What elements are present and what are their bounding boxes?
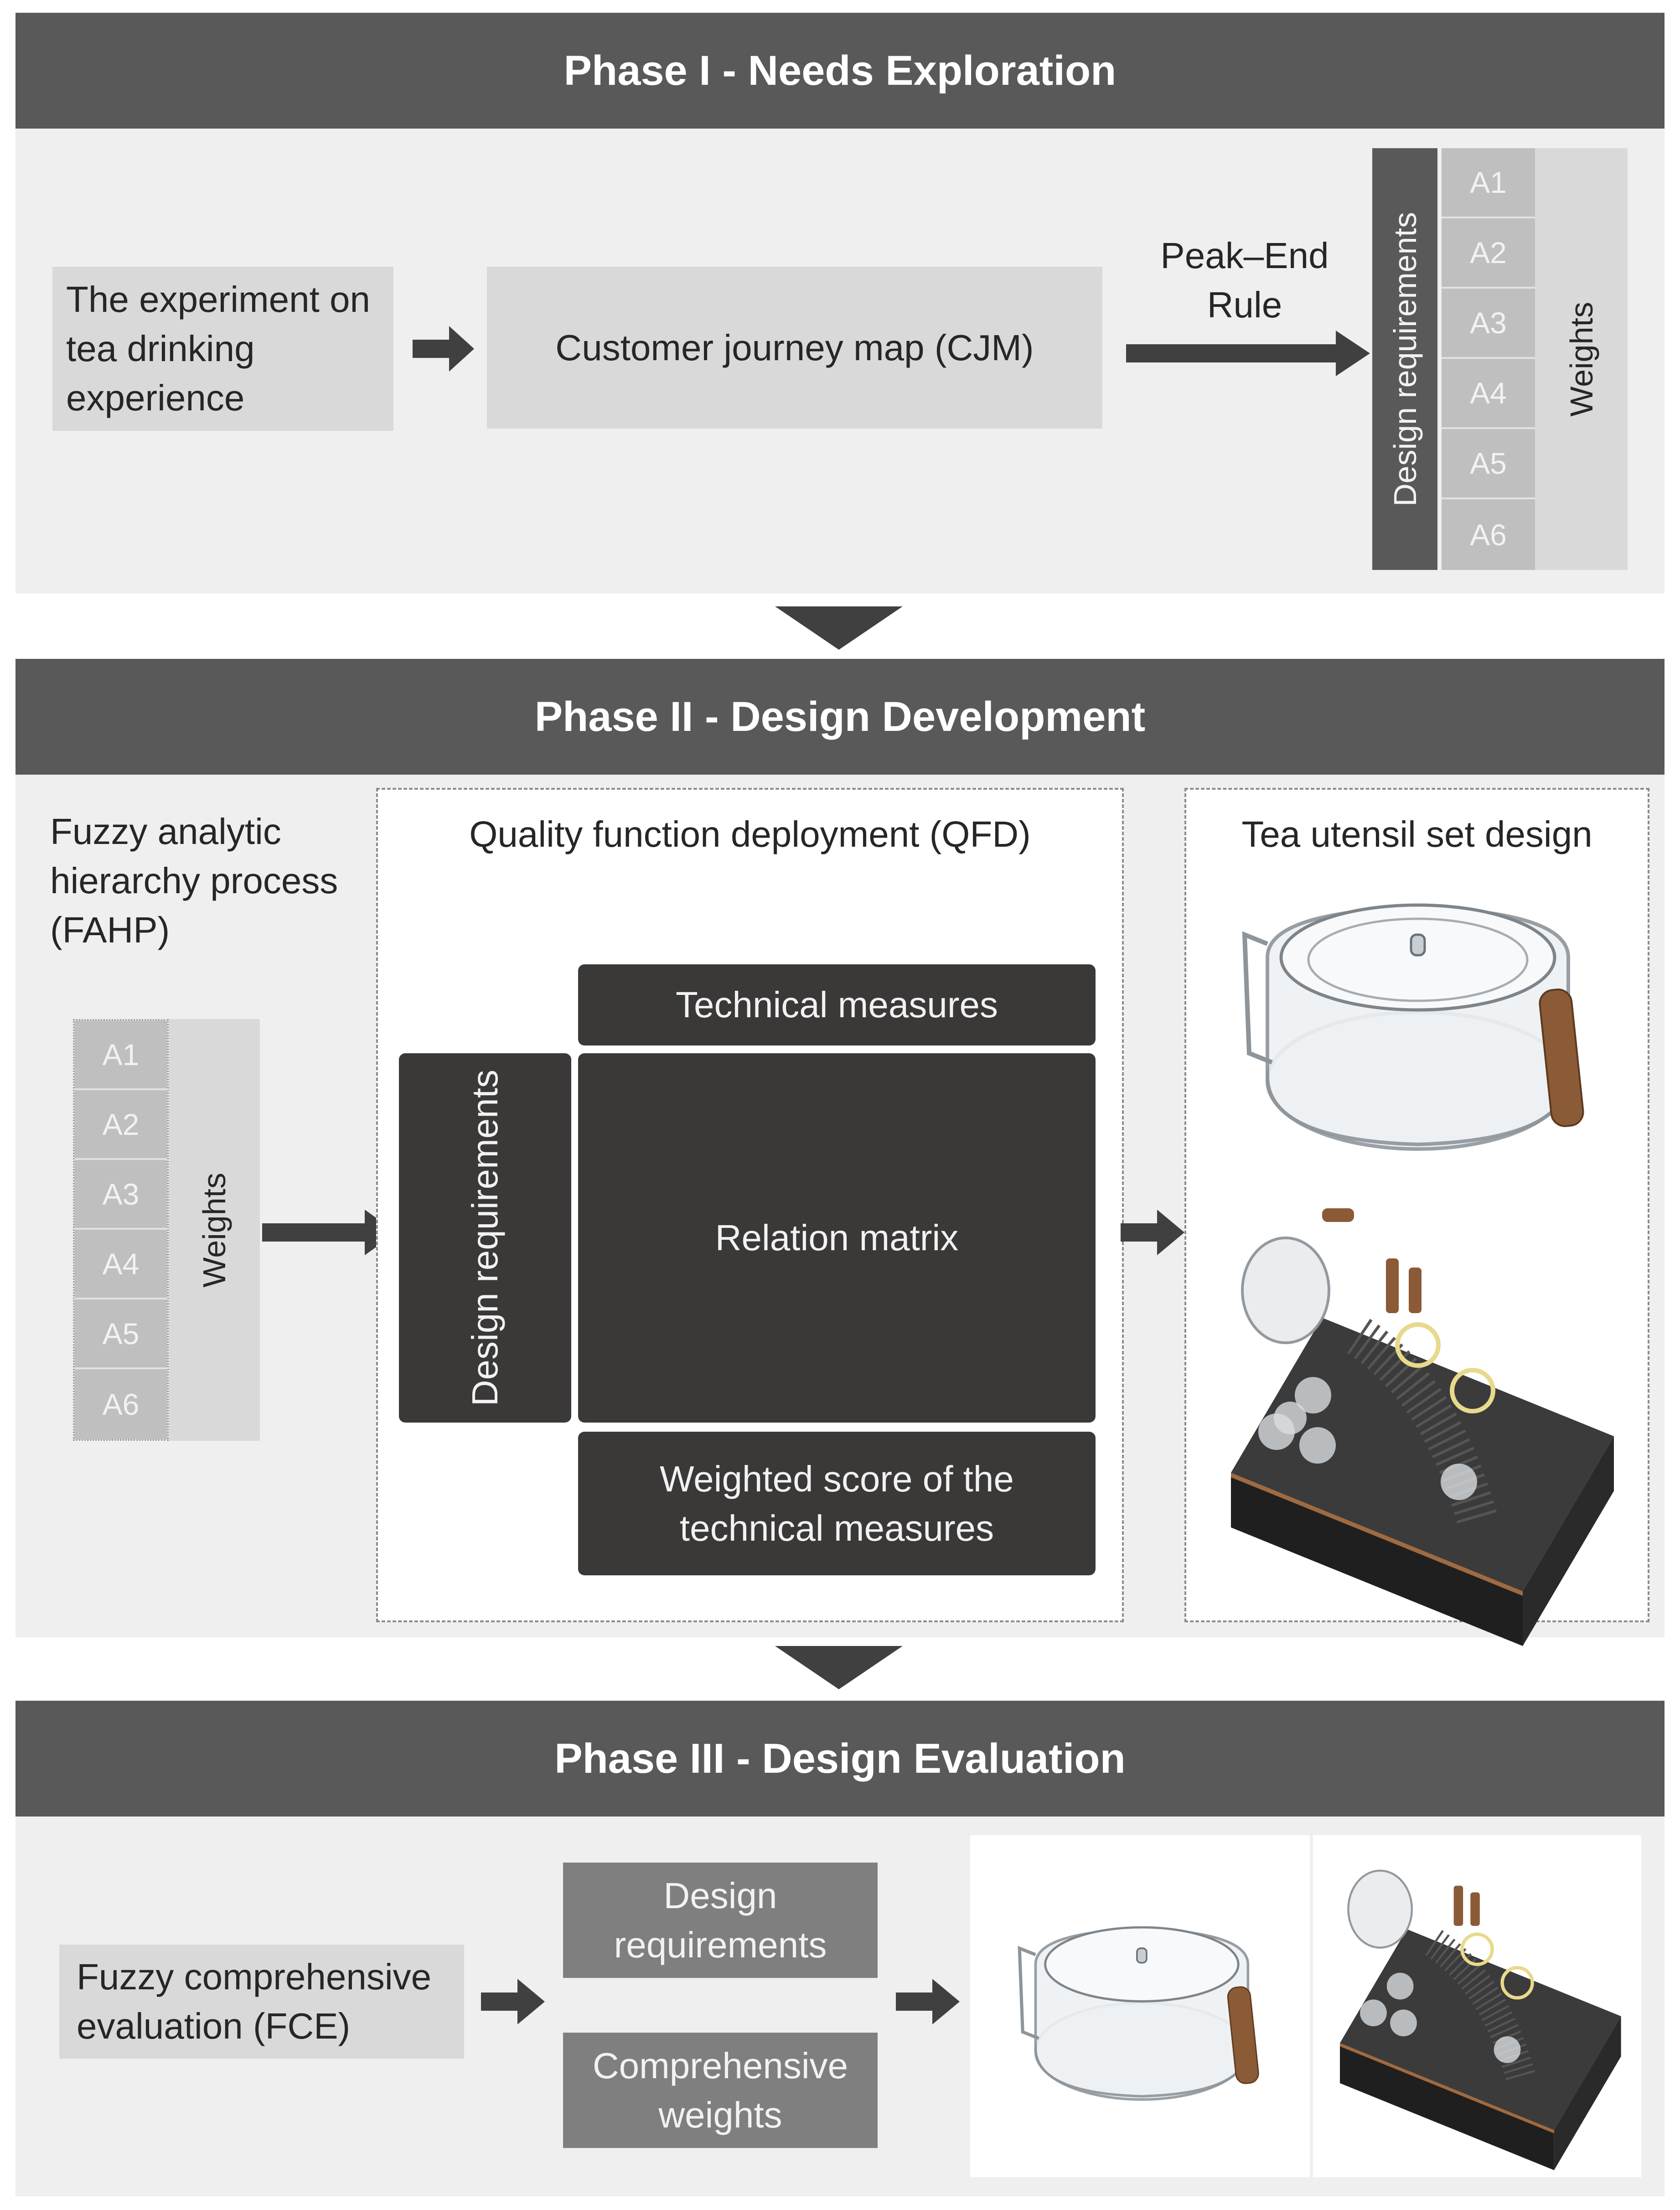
phase2-weights-label: Weights	[196, 1172, 232, 1288]
arrow-experiment-to-cjm	[413, 326, 474, 372]
phase1-weights-column: Weights	[1535, 148, 1628, 570]
down-arrow-1	[775, 606, 903, 650]
phase2-item: A2	[74, 1090, 167, 1160]
phase2-item: A1	[74, 1020, 167, 1090]
phase2-items: A1 A2 A3 A4 A5 A6	[73, 1019, 169, 1441]
arrow-fce-to-criteria	[481, 1979, 545, 2024]
phase1-item: A6	[1442, 499, 1535, 570]
phase1-item: A5	[1442, 429, 1535, 499]
phase2-item: A6	[74, 1369, 167, 1439]
cjm-box: Customer journey map (CJM)	[487, 267, 1102, 429]
design-requirements-box-phase3: Design requirements	[563, 1863, 878, 1978]
fahp-label: Fuzzy analytic hierarchy process (FAHP)	[50, 811, 338, 950]
teapot-illustration-small	[1018, 1926, 1259, 2101]
tea-tray-illustration	[1231, 1208, 1614, 1646]
phase1-header: Phase I - Needs Exploration	[16, 13, 1664, 129]
comprehensive-weights-box: Comprehensive weights	[563, 2033, 878, 2148]
tea-set-title: Tea utensil set design	[1241, 814, 1592, 854]
phase2-weights-column: Weights	[169, 1019, 260, 1441]
phase2-item: A5	[74, 1299, 167, 1369]
phase3-header: Phase III - Design Evaluation	[16, 1701, 1664, 1817]
teapot-illustration	[1242, 903, 1584, 1151]
phase1-weights-label: Weights	[1563, 301, 1599, 417]
phase2-item: A4	[74, 1230, 167, 1299]
relation-matrix-box: Relation matrix	[578, 1053, 1096, 1423]
arrow-criteria-to-design	[896, 1979, 960, 2024]
arrow-qfd-to-design	[1121, 1210, 1184, 1255]
phase1-title: Phase I - Needs Exploration	[563, 47, 1117, 94]
design-requirements-box: Design requirements	[399, 1053, 571, 1423]
down-arrow-2	[775, 1646, 903, 1689]
experiment-box: The experiment on tea drinking experienc…	[52, 267, 393, 431]
fce-box: Fuzzy comprehensive evaluation (FCE)	[59, 1945, 464, 2059]
technical-measures-box: Technical measures	[578, 964, 1096, 1045]
tea-tray-illustration-small	[1340, 1869, 1621, 2170]
arrow-cjm-to-requirements	[1126, 331, 1370, 376]
qfd-title: Quality function deployment (QFD)	[469, 814, 1031, 854]
arrow-weights-to-qfd	[262, 1210, 397, 1255]
peak-end-label: Peak–End Rule	[1160, 235, 1329, 325]
phase1-item: A2	[1442, 218, 1535, 289]
weighted-score-box: Weighted score of the technical measures	[578, 1432, 1096, 1575]
phase1-items: A1 A2 A3 A4 A5 A6	[1442, 148, 1535, 570]
experiment-text: The experiment on tea drinking experienc…	[66, 279, 371, 418]
phase1-req-label: Design requirements	[1387, 212, 1423, 507]
phase2-header: Phase II - Design Development	[16, 659, 1664, 775]
phase2-title: Phase II - Design Development	[534, 693, 1146, 740]
phase3-title: Phase III - Design Evaluation	[554, 1735, 1126, 1782]
phase1-req-column: Design requirements	[1372, 148, 1437, 570]
phase1-item: A3	[1442, 289, 1535, 359]
phase2-item: A3	[74, 1160, 167, 1230]
phase1-item: A1	[1442, 148, 1535, 218]
cjm-text: Customer journey map (CJM)	[555, 327, 1034, 368]
phase1-item: A4	[1442, 359, 1535, 429]
